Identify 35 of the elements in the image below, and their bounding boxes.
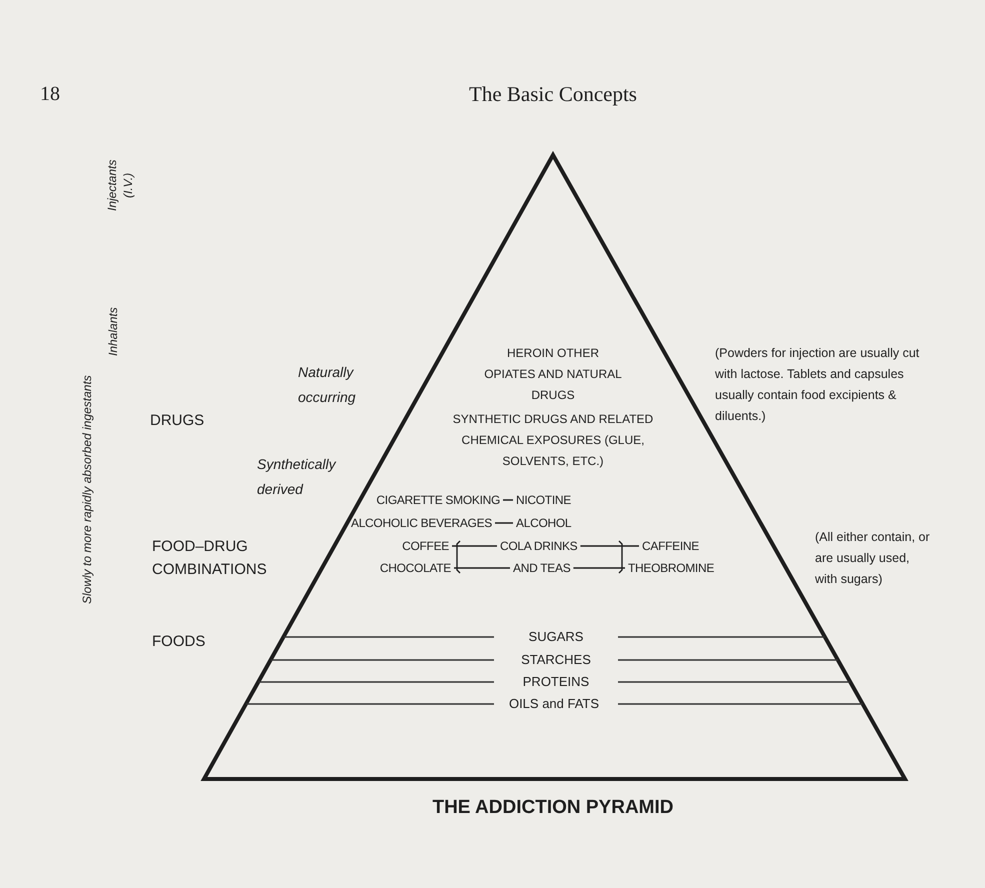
band-label: PROTEINS xyxy=(522,673,590,691)
category-label: FOODS xyxy=(152,632,206,652)
band-label: STARCHES xyxy=(520,651,592,669)
axis-label: Slowly to more rapidly absorbed ingestants xyxy=(79,374,95,606)
page-number: 18 xyxy=(40,84,61,105)
item-text: CHOCOLATE xyxy=(380,560,451,576)
item-text: CAFFEINE xyxy=(642,538,699,554)
item-text: ALCOHOLIC BEVERAGES xyxy=(350,515,492,531)
axis-label: Injectants (I.V.) xyxy=(104,158,136,213)
item-text: AND TEAS xyxy=(513,560,570,576)
item-text: THEOBROMINE xyxy=(628,560,714,576)
tier-text: HEROIN OTHER OPIATES AND NATURAL DRUGS xyxy=(484,345,622,404)
item-text: ALCOHOL xyxy=(516,515,572,531)
connector-line xyxy=(580,545,639,547)
category-label: DRUGS xyxy=(150,411,206,431)
running-header: The Basic Concepts xyxy=(468,84,638,105)
item-text: CIGARETTE SMOKING xyxy=(376,492,500,508)
band-label: OILS and FATS xyxy=(508,695,600,713)
side-note: (Powders for injection are usually cut with lactose. Tablets and capsules usually contain food excipients & diluents.) xyxy=(715,345,920,425)
caption: THE ADDICTION PYRAMID xyxy=(431,796,675,820)
category-label: Naturally occurring xyxy=(298,363,357,407)
category-label: FOOD–DRUG COMBINATIONS xyxy=(152,537,268,580)
side-note: (All either contain, or are usually used, with sugars) xyxy=(815,529,931,588)
connector-line xyxy=(503,499,513,501)
item-text: COLA DRINKS xyxy=(500,538,578,554)
connector-line xyxy=(454,567,510,569)
axis-label: Inhalants xyxy=(105,306,121,358)
item-text: COFFEE xyxy=(402,538,449,554)
connector-line xyxy=(495,522,513,524)
connector-line xyxy=(573,567,625,569)
item-text: NICOTINE xyxy=(516,492,571,508)
category-label: Synthetically derived xyxy=(257,455,338,499)
connector-line xyxy=(452,545,497,547)
band-label: SUGARS xyxy=(528,628,584,646)
tier-text: SYNTHETIC DRUGS AND RELATED CHEMICAL EXPOSURES (GLUE, SOLVENTS, ETC.) xyxy=(452,411,654,470)
